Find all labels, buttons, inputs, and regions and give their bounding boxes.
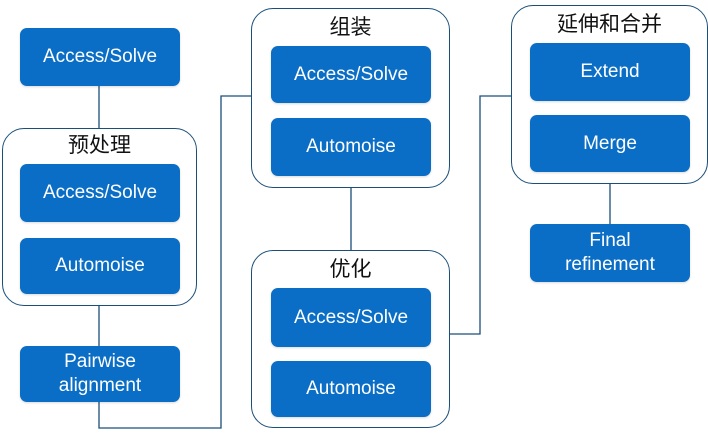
preprocess-access-solve-box: Access/Solve <box>20 164 180 222</box>
final-line1: Final <box>589 230 631 251</box>
assemble-title: 组装 <box>329 15 372 39</box>
preprocess-access-solve-label: Access/Solve <box>42 182 158 203</box>
optimize-automoise-box: Automoise <box>271 361 431 417</box>
assemble-automoise-box: Automoise <box>271 118 431 176</box>
merge-box: Merge <box>530 115 690 172</box>
extend-label: Extend <box>580 61 640 82</box>
preprocess-automoise-box: Automoise <box>20 238 180 294</box>
assemble-access-solve-label: Access/Solve <box>293 63 409 85</box>
optimize-access-solve-box: Access/Solve <box>271 288 431 347</box>
pairwise-line2: alignment <box>58 375 142 396</box>
top-access-solve-box: Access/Solve <box>20 28 180 86</box>
extend-merge-title: 延伸和合并 <box>557 12 662 36</box>
optimize-title: 优化 <box>329 257 372 281</box>
final-line2: refinement <box>565 254 655 275</box>
preprocess-title: 预处理 <box>68 133 131 157</box>
optimize-access-solve-label: Access/Solve <box>293 306 409 328</box>
final-refinement-box: Final refinement <box>530 224 690 282</box>
optimize-automoise-label: Automoise <box>306 378 396 399</box>
top-access-solve-label: Access/Solve <box>42 46 158 67</box>
merge-label: Merge <box>583 132 637 154</box>
assemble-access-solve-box: Access/Solve <box>271 46 431 103</box>
assemble-automoise-label: Automoise <box>306 136 396 157</box>
connector-optimize-to-extend <box>450 95 511 335</box>
extend-box: Extend <box>530 43 690 101</box>
pairwise-line1: Pairwise <box>64 351 136 372</box>
preprocess-automoise-label: Automoise <box>55 255 145 276</box>
pairwise-alignment-box: Pairwise alignment <box>20 346 180 402</box>
